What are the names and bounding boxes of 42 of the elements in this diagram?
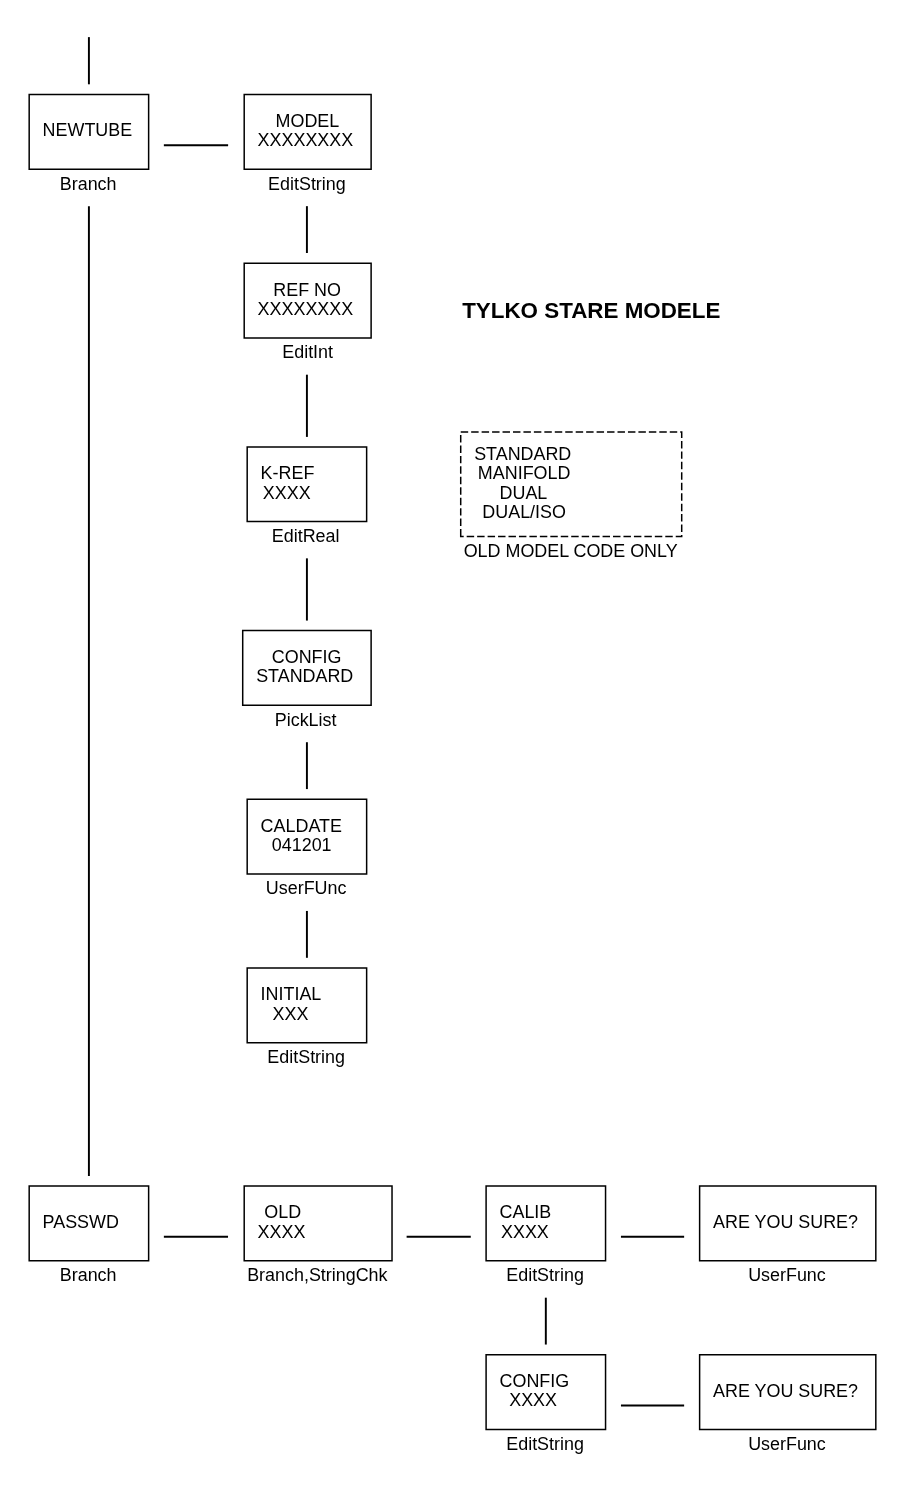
node-label: EditString (506, 1264, 584, 1285)
connector (305, 740, 308, 790)
node-label: Branch (59, 1264, 117, 1285)
node-label: EditReal (271, 525, 340, 546)
node-box: STANDARD MANIFOLD DUAL DUAL/ISO (459, 430, 683, 537)
node-box: CALIB XXXX (485, 1184, 607, 1261)
node-label: EditString (267, 1046, 345, 1067)
node-box: CONFIG STANDARD (241, 629, 372, 706)
node-box: K-REF XXXX (246, 445, 368, 522)
connector (162, 1235, 229, 1238)
connector (305, 204, 308, 254)
node-box: INITIAL XXX (246, 966, 368, 1043)
node-label: Branch,StringChk (247, 1264, 388, 1285)
node-label: EditString (268, 173, 346, 193)
node-box: OLD XXXX (243, 1184, 393, 1261)
node-box: MODEL XXXXXXXX (243, 93, 372, 170)
connector (305, 909, 308, 959)
connector (305, 556, 308, 622)
connector (162, 143, 230, 146)
connector (405, 1235, 472, 1238)
node-label: UserFUnc (265, 877, 347, 898)
label: TYLKO STARE MODELE (462, 297, 721, 323)
node-box: CONFIG XXXX (485, 1353, 607, 1430)
node-label: UserFunc (748, 1264, 826, 1285)
node-box: ARE YOU SURE? (698, 1184, 877, 1261)
connector (620, 1404, 686, 1406)
connector (87, 204, 90, 1177)
node-label: UserFunc (748, 1433, 826, 1454)
node-box: ARE YOU SURE? (698, 1353, 877, 1430)
node-label: Branch (59, 173, 117, 193)
node-label: EditInt (282, 341, 334, 362)
node-label: PickList (274, 709, 337, 730)
connector (620, 1235, 686, 1238)
node-box: PASSWD (28, 1184, 150, 1261)
node-label: EditString (506, 1433, 584, 1454)
node-box: CALDATE 041201 (246, 798, 368, 875)
connector (87, 35, 90, 85)
connector (305, 373, 308, 438)
node-box: REF NO XXXXXXXX (243, 262, 372, 339)
connector (544, 1296, 547, 1345)
node-box: NEWTUBE (28, 93, 150, 170)
node-label: OLD MODEL CODE ONLY (463, 540, 678, 561)
